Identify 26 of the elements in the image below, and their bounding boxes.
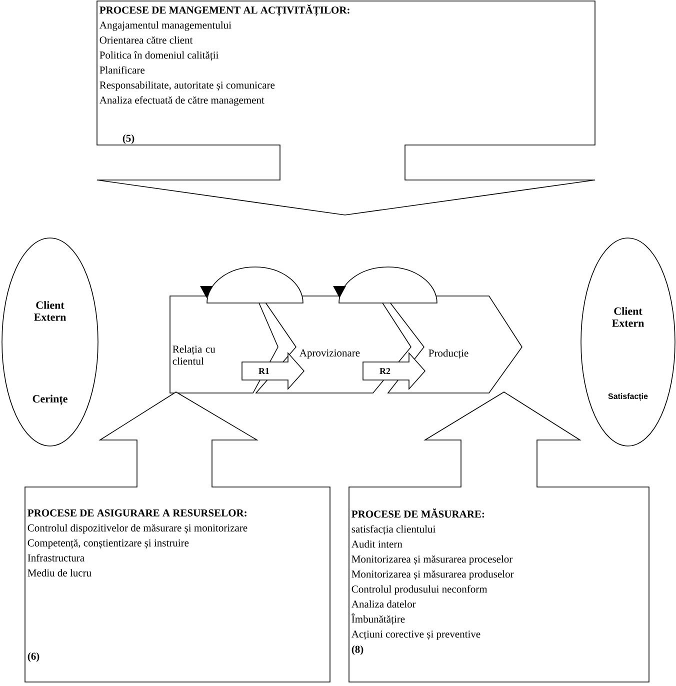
node-label: PROCESE DE MĂSURARE: <box>352 508 484 518</box>
callout-number: (6) <box>28 652 40 662</box>
node-label: Planificare <box>100 66 145 74</box>
node-label: Angajamentul managementului <box>100 21 232 31</box>
callout-number: (5) <box>122 134 134 144</box>
node-label: Orientarea către client <box>100 36 193 44</box>
node-label: Controlul dispozitivelor de măsurare și monitorizare <box>28 524 248 534</box>
node-label: Infrastructura <box>28 554 84 562</box>
node-label: Îmbunătățire <box>351 614 405 625</box>
node-label: PROCESE DE ASIGURARE A RESURSELOR: <box>28 509 246 516</box>
node-label: satisfacția clientului <box>352 525 436 535</box>
node-label: Analiza datelor <box>352 600 416 608</box>
semicircle-shape <box>200 266 304 304</box>
node-label: Responsabilitate, autoritate și comunicare <box>100 81 275 91</box>
node-label: Mediu de lucru <box>28 569 92 576</box>
node-label: PROCESE DE MANGEMENT AL ACȚIVITĂȚILOR: <box>100 4 350 16</box>
node-label: Competență, conștientizare și instruire <box>28 539 189 549</box>
node-label: Monitorizarea și măsurarea proceselor <box>352 555 513 565</box>
node-label: Monitorizarea și măsurarea produselor <box>352 570 514 580</box>
node-label: Politica în domeniul calității <box>100 51 218 61</box>
node-label: Acțiuni corective și preventive <box>352 630 480 640</box>
node-label: Analiza efectuată de către management <box>100 96 264 106</box>
node-label: Controlul produsului neconform <box>352 585 488 595</box>
semicircle-shape <box>333 266 438 304</box>
callout-number: (8) <box>352 645 364 655</box>
node-label: Audit intern <box>352 540 402 548</box>
